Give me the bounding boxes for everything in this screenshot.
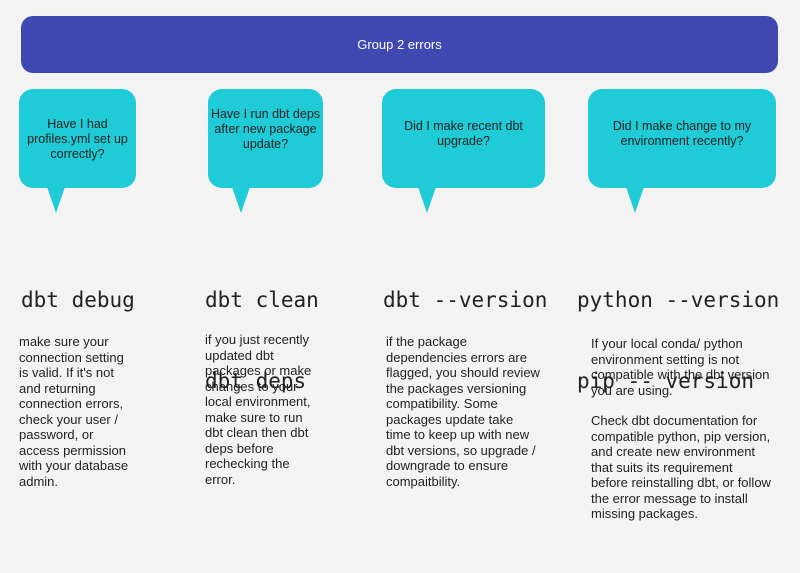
command-line: dbt deps bbox=[205, 369, 307, 393]
command-line: pip -- version bbox=[577, 369, 755, 393]
speech-tail bbox=[47, 187, 65, 213]
question-bubble-profiles: Have I had profiles.yml set up correctly… bbox=[19, 89, 136, 213]
command-block-environment: python --version pip -- version bbox=[577, 233, 779, 422]
command-block-debug: dbt debug bbox=[21, 233, 135, 341]
speech-tail bbox=[626, 187, 644, 213]
speech-tail bbox=[418, 187, 436, 213]
command-line: dbt clean bbox=[205, 288, 319, 312]
description-text: if the package dependencies errors are f… bbox=[386, 334, 540, 489]
group-title: Group 2 errors bbox=[357, 37, 442, 52]
description-upgrade: if the package dependencies errors are f… bbox=[386, 334, 541, 489]
speech-tail bbox=[232, 187, 250, 213]
description-deps: if you just recently updated dbt package… bbox=[205, 332, 320, 487]
command-block-deps: dbt clean dbt deps bbox=[205, 233, 319, 422]
command-line: dbt --version bbox=[383, 288, 548, 312]
command-block-version: dbt --version bbox=[383, 233, 547, 341]
description-environment: If your local conda/ python environment … bbox=[591, 336, 771, 522]
question-bubble-deps: Have I run dbt deps after new package up… bbox=[208, 89, 323, 213]
question-bubble-upgrade: Did I make recent dbt upgrade? bbox=[382, 89, 545, 213]
description-text: if you just recently updated dbt package… bbox=[205, 332, 312, 487]
command-line: dbt debug bbox=[21, 288, 135, 312]
description-text: If your local conda/ python environment … bbox=[591, 336, 770, 398]
question-text: Have I run dbt deps after new package up… bbox=[210, 107, 321, 151]
question-bubble-environment: Did I make change to my environment rece… bbox=[588, 89, 776, 213]
description-profiles: make sure your connection setting is val… bbox=[19, 334, 129, 489]
description-text: Check dbt documentation for compatible p… bbox=[591, 413, 771, 521]
group-header: Group 2 errors bbox=[21, 16, 778, 73]
description-text: make sure your connection setting is val… bbox=[19, 334, 129, 489]
question-text: Have I had profiles.yml set up correctly… bbox=[27, 117, 128, 161]
command-line: python --version bbox=[577, 288, 780, 312]
question-text: Did I make recent dbt upgrade? bbox=[404, 119, 523, 148]
question-text: Did I make change to my environment rece… bbox=[612, 119, 752, 148]
